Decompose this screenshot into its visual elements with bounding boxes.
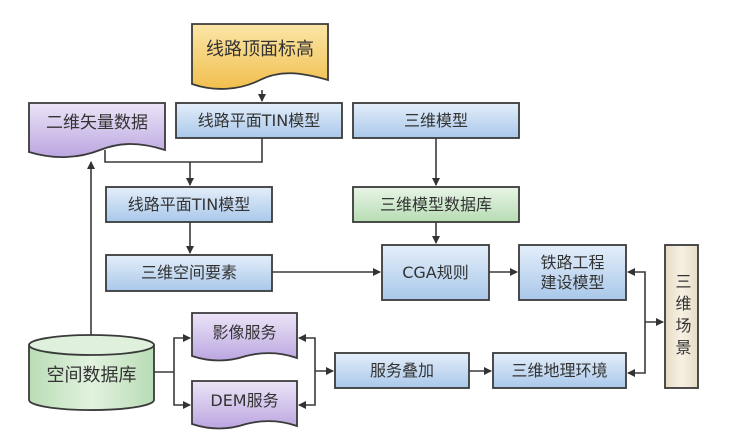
node-service-overlay bbox=[334, 352, 470, 389]
edge-to-dem bbox=[173, 372, 191, 409]
node-model-3d bbox=[352, 102, 520, 139]
edge-overlay-to-imagery bbox=[298, 334, 316, 371]
node-dem-service bbox=[191, 380, 298, 430]
node-geo-env-3d bbox=[492, 352, 627, 389]
node-vector-2d-data bbox=[28, 102, 166, 158]
node-cga-rules bbox=[381, 244, 490, 301]
edge-scene-to-geoenv bbox=[627, 322, 646, 377]
node-spatial-db bbox=[28, 334, 155, 411]
node-model-3d-db bbox=[352, 186, 520, 223]
node-line-top-elevation bbox=[191, 23, 329, 90]
edge-overlay-to-dem bbox=[298, 371, 316, 409]
edge-to-imagery bbox=[173, 334, 191, 372]
node-line-plane-tin-1 bbox=[175, 102, 343, 139]
node-imagery-service bbox=[191, 312, 298, 362]
edge-scene-to-railway bbox=[627, 268, 646, 322]
node-spatial-3d-elements bbox=[105, 254, 273, 292]
node-line-plane-tin-2 bbox=[105, 186, 273, 223]
node-railway-model bbox=[518, 244, 627, 301]
edge-tin1-vector-merge bbox=[104, 138, 263, 163]
node-scene-3d bbox=[664, 244, 699, 389]
